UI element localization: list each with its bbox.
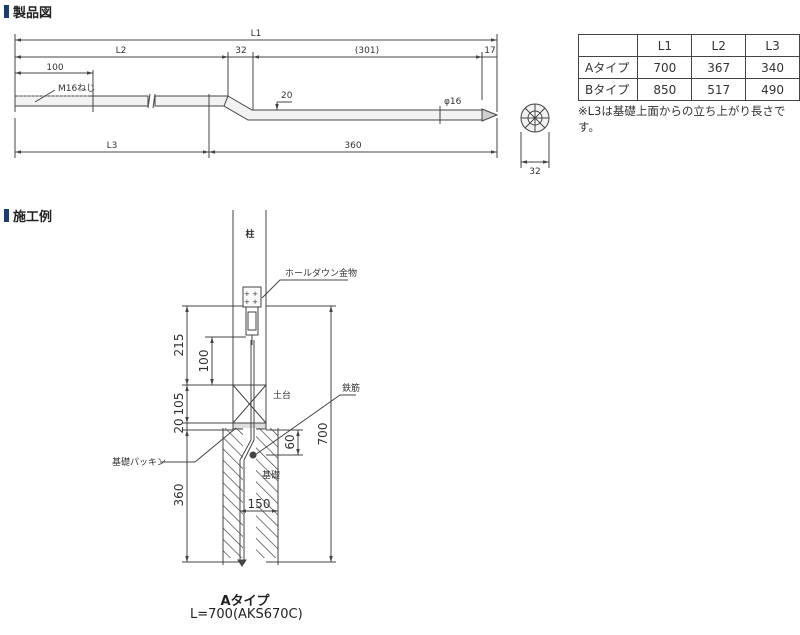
spec-table-cell: 490 <box>745 78 800 101</box>
dim-L1: L1 <box>251 29 262 39</box>
svg-text:+ +: + + <box>244 298 258 306</box>
spec-table-header-cell: L3 <box>745 34 800 57</box>
dim-thread: M16ねじ <box>58 83 95 94</box>
spec-table-cell: 850 <box>637 78 693 101</box>
installation-example-title-text: 施工例 <box>13 210 53 225</box>
dim-360-v: 360 <box>172 484 186 507</box>
spec-table-header-cell <box>577 34 639 57</box>
installation-example-title: 施工例 <box>4 206 52 225</box>
installation-labels: 柱 ホールダウン金物 土台 鉄筋 基礎パッキン 基礎 <box>112 228 360 481</box>
spec-table: L1 L2 L3 Aタイプ 700 367 340 Bタイプ 850 517 4… <box>577 34 800 101</box>
spec-table-row: Aタイプ 700 367 340 <box>577 56 800 79</box>
dim-20: 20 <box>281 91 293 101</box>
label-rebar: 鉄筋 <box>342 382 360 394</box>
spec-table-cell: 340 <box>745 56 800 79</box>
dim-60: 60 <box>283 434 297 449</box>
thread-leader <box>34 89 56 103</box>
spec-table-header-cell: L1 <box>637 34 693 57</box>
dim-105: 105 <box>172 393 186 416</box>
spec-table-header-cell: L2 <box>691 34 747 57</box>
spec-table-cell: 517 <box>691 78 747 101</box>
section-marker-icon <box>4 5 9 18</box>
spec-table-header-row: L1 L2 L3 <box>577 34 800 57</box>
spec-table-cell: Aタイプ <box>577 56 639 79</box>
caption-title: Aタイプ <box>220 594 270 609</box>
anchor-bolt-end-view <box>520 103 550 168</box>
installation-drawing: + + + + <box>160 210 356 567</box>
dim-100: 100 <box>46 63 63 73</box>
section-marker-icon <box>4 209 9 222</box>
label-column: 柱 <box>245 228 254 240</box>
product-drawing-title-text: 製品図 <box>13 6 53 21</box>
dim-360: 360 <box>344 141 361 151</box>
dim-32-top: 32 <box>235 46 246 56</box>
dim-700: 700 <box>316 423 330 446</box>
dim-100-v: 100 <box>197 350 211 373</box>
spec-note: ※L3は基礎上面からの立ち上がり長さです。 <box>578 104 786 134</box>
anchor-bolt-side-view <box>14 34 498 158</box>
dim-32-side: 32 <box>529 167 540 177</box>
dim-215: 215 <box>172 334 186 357</box>
spec-table-row: Bタイプ 850 517 490 <box>577 78 800 101</box>
spec-table-cell: Bタイプ <box>577 78 639 101</box>
product-drawing-title: 製品図 <box>4 2 52 21</box>
spec-table-cell: 367 <box>691 56 747 79</box>
dim-20-v: 20 <box>172 418 186 433</box>
label-holdown: ホールダウン金物 <box>285 267 357 279</box>
dim-301: (301) <box>355 46 379 56</box>
installation-dimension-labels: 215 100 105 20 360 700 60 150 <box>172 334 330 511</box>
label-foundation: 基礎 <box>262 469 280 481</box>
dim-L2: L2 <box>116 46 127 56</box>
dim-dia16: φ16 <box>444 97 462 107</box>
label-packing: 基礎パッキン <box>112 456 166 468</box>
product-dimension-labels: L1 L2 32 (301) 17 100 M16ねじ 20 φ16 L3 36… <box>46 29 540 177</box>
caption-subtitle: L=700(AKS670C) <box>190 607 303 622</box>
dim-L3: L3 <box>107 141 118 151</box>
dim-17: 17 <box>484 46 495 56</box>
label-sill: 土台 <box>273 389 291 401</box>
anchor-bolt-rod <box>14 93 499 124</box>
dim-150: 150 <box>248 497 271 511</box>
svg-text:+ +: + + <box>244 290 258 298</box>
spec-table-cell: 700 <box>637 56 693 79</box>
